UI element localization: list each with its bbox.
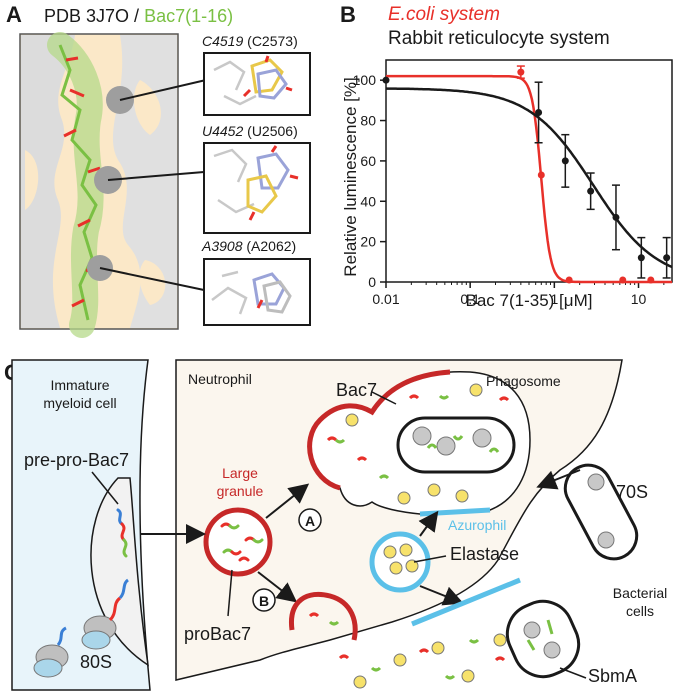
y-tick-label: 20	[360, 234, 376, 250]
phagosome-label: Phagosome	[486, 373, 561, 389]
phagosome	[307, 369, 531, 517]
inset-labels: C4519 (C2573) U4452 (U2506) A3908 (A2062…	[201, 33, 298, 254]
large-granule-label-line1: Large	[222, 465, 258, 481]
phagocytosis-arrow	[536, 469, 581, 490]
pre-pro-bac7-label: pre-pro-Bac7	[24, 450, 129, 470]
route-a-badge	[298, 508, 322, 532]
data-point	[647, 276, 655, 284]
elastase-label: Elastase	[450, 544, 519, 564]
azurophil-label: Azurophil	[448, 517, 506, 533]
probac7-label: proBac7	[184, 624, 251, 644]
fit-curve	[386, 74, 672, 284]
data-point	[382, 76, 390, 84]
x-tick-label: 0.01	[372, 291, 399, 307]
y-tick-label: 0	[368, 274, 376, 290]
azurophil-membrane-fusion	[411, 577, 521, 627]
pdb-id-label: PDB 3J7O	[44, 6, 129, 26]
phagosome-contents	[326, 383, 510, 505]
bac7-fragment-label: Bac7(1-16)	[144, 6, 233, 26]
x-tick-label: 1	[550, 291, 558, 307]
nucleotide-inset-a3908	[203, 258, 311, 326]
nucleotide-inset-c4519	[203, 52, 311, 116]
sbma-pointer	[559, 667, 587, 679]
nucleotide-inset-u4452	[203, 142, 311, 234]
inset-callout-lines	[99, 79, 207, 291]
immature-cell-label-line2: myeloid cell	[43, 395, 116, 411]
secreted-peptides	[308, 612, 507, 689]
title-separator: /	[129, 6, 144, 26]
bacterial-cell-free	[563, 463, 639, 561]
route-b-badge	[252, 588, 276, 612]
panel-a-title: PDB 3J7O / Bac7(1-16)	[44, 6, 233, 26]
data-point	[565, 276, 573, 284]
bac7-pointer	[371, 391, 397, 405]
pre-pro-bac7-peptide	[116, 508, 128, 558]
x-tick-label: 10	[631, 291, 647, 307]
route-a-arrow	[265, 483, 310, 519]
ribosome-tunnel-surface	[19, 32, 179, 338]
y-tick-label: 80	[360, 113, 376, 129]
route-b-label: B	[259, 593, 269, 609]
inset-label-a3908: A3908 (A2062)	[201, 238, 296, 254]
y-tick-label: 40	[360, 193, 376, 209]
ribosome-80s-translating	[81, 578, 129, 650]
y-axis-label: Relative luminescence [%]	[341, 77, 360, 276]
legend-ecoli: E.coli system	[388, 4, 500, 25]
data-point	[619, 276, 627, 284]
ribosome-80s-label: 80S	[80, 652, 112, 672]
data-point	[535, 108, 543, 116]
ribosome-80s-free	[33, 626, 69, 678]
probac7-peptides	[220, 522, 264, 562]
data-point	[612, 213, 620, 221]
immature-cell-label-line1: Immature	[50, 377, 109, 393]
panel-label-a: A	[6, 2, 22, 27]
legend-rabbit: Rabbit reticulocyte system	[388, 28, 610, 49]
data-point	[637, 254, 645, 262]
y-tick-label: 100	[353, 72, 377, 88]
route-b-arrow	[257, 571, 298, 603]
data-point	[517, 68, 525, 76]
x-axis-label: Bac 7(1-35) [μM]	[466, 291, 593, 310]
ribosome-70s-label: 70S	[616, 482, 648, 502]
elastase-pointer	[413, 555, 447, 563]
data-point	[537, 171, 545, 179]
azurophil-granule	[369, 531, 431, 593]
bacterial-cell-sbma	[505, 599, 581, 679]
x-tick-label: 0.1	[460, 291, 480, 307]
large-granule-label-line2: granule	[217, 483, 264, 499]
data-point	[663, 254, 671, 262]
neutrophil-label: Neutrophil	[188, 371, 252, 387]
elastase-molecules	[383, 543, 419, 575]
sbma-label: SbmA	[588, 666, 637, 686]
pre-pro-bac7-pointer	[91, 471, 119, 505]
probac7-pointer	[227, 569, 233, 617]
fit-curve	[385, 87, 673, 269]
bacterial-cells-label-line2: cells	[626, 603, 654, 619]
exocytosis-granule	[289, 591, 358, 641]
azurophil-to-phagosome-arrow	[418, 510, 439, 537]
inset-label-u4452: U4452 (U2506)	[202, 123, 298, 139]
bacterial-cells-label-line1: Bacterial	[613, 585, 667, 601]
azurophil-degranulation-arrow	[419, 585, 464, 606]
panel-label-b: B	[340, 2, 356, 27]
route-a-label: A	[305, 513, 315, 529]
data-point	[561, 157, 569, 165]
bac7-label: Bac7	[336, 380, 377, 400]
y-tick-label: 60	[360, 153, 376, 169]
inset-label-c4519: C4519 (C2573)	[202, 33, 298, 49]
data-point	[587, 187, 595, 195]
